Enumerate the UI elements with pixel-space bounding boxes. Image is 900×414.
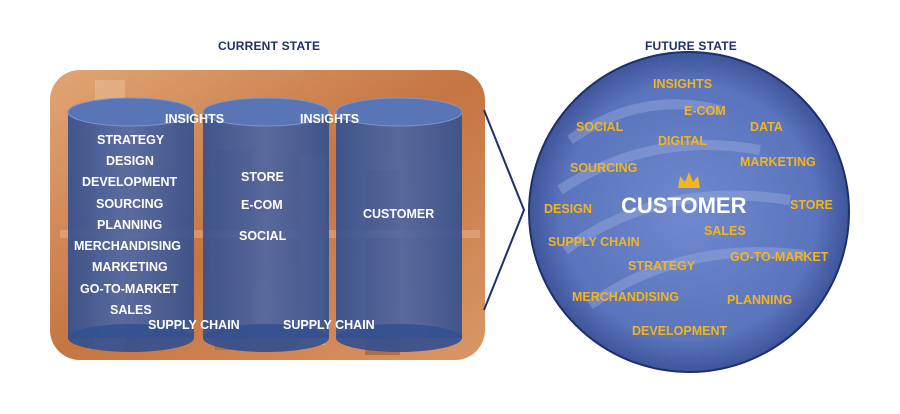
cylinder-3 [335,97,463,352]
insights-label-1: INSIGHTS [165,112,225,126]
future-label-insights: INSIGHTS [653,77,713,91]
future-label-ecom: E-COM [684,104,726,118]
future-label-planning: PLANNING [727,293,793,307]
insights-label-2: INSIGHTS [300,112,360,126]
col1-item: MARKETING [92,260,168,274]
future-label-digital: DIGITAL [658,134,708,148]
cylinder-2 [202,97,330,352]
col1-item: DESIGN [106,154,154,168]
future-label-supply-chain: SUPPLY CHAIN [548,235,640,249]
col1-item: PLANNING [97,218,163,232]
hanger-shapes [557,99,806,310]
col1-item: STRATEGY [97,133,165,147]
col3-item: CUSTOMER [363,207,435,221]
crown-icon [678,172,700,188]
col2-item: STORE [241,170,284,184]
future-label-marketing: MARKETING [740,155,816,169]
future-state-title: FUTURE STATE [645,39,737,53]
supply-chain-label-1: SUPPLY CHAIN [148,318,240,332]
arrow-icon [483,109,526,311]
future-label-social: SOCIAL [576,120,624,134]
future-label-go-to-market: GO-TO-MARKET [730,250,829,264]
supply-chain-label-2: SUPPLY CHAIN [283,318,375,332]
future-label-strategy: STRATEGY [628,259,696,273]
col2-item: SOCIAL [239,229,287,243]
cylinder-1 [67,97,195,352]
col1-item: SOURCING [96,197,164,211]
future-label-development: DEVELOPMENT [632,324,728,338]
future-label-store: STORE [790,198,833,212]
current-state-title: CURRENT STATE [218,39,321,53]
future-label-design: DESIGN [544,202,592,216]
col1-item: DEVELOPMENT [82,175,178,189]
col2-item: E-COM [241,198,283,212]
future-center-customer: CUSTOMER [621,193,747,218]
future-state-circle [528,51,850,373]
col1-item: SALES [110,303,152,317]
future-label-sourcing: SOURCING [570,161,638,175]
future-label-merchandising: MERCHANDISING [572,290,679,304]
col1-item: GO-TO-MARKET [80,282,179,296]
future-label-data: DATA [750,120,783,134]
col1-item: MERCHANDISING [74,239,181,253]
future-label-sales: SALES [704,224,746,238]
